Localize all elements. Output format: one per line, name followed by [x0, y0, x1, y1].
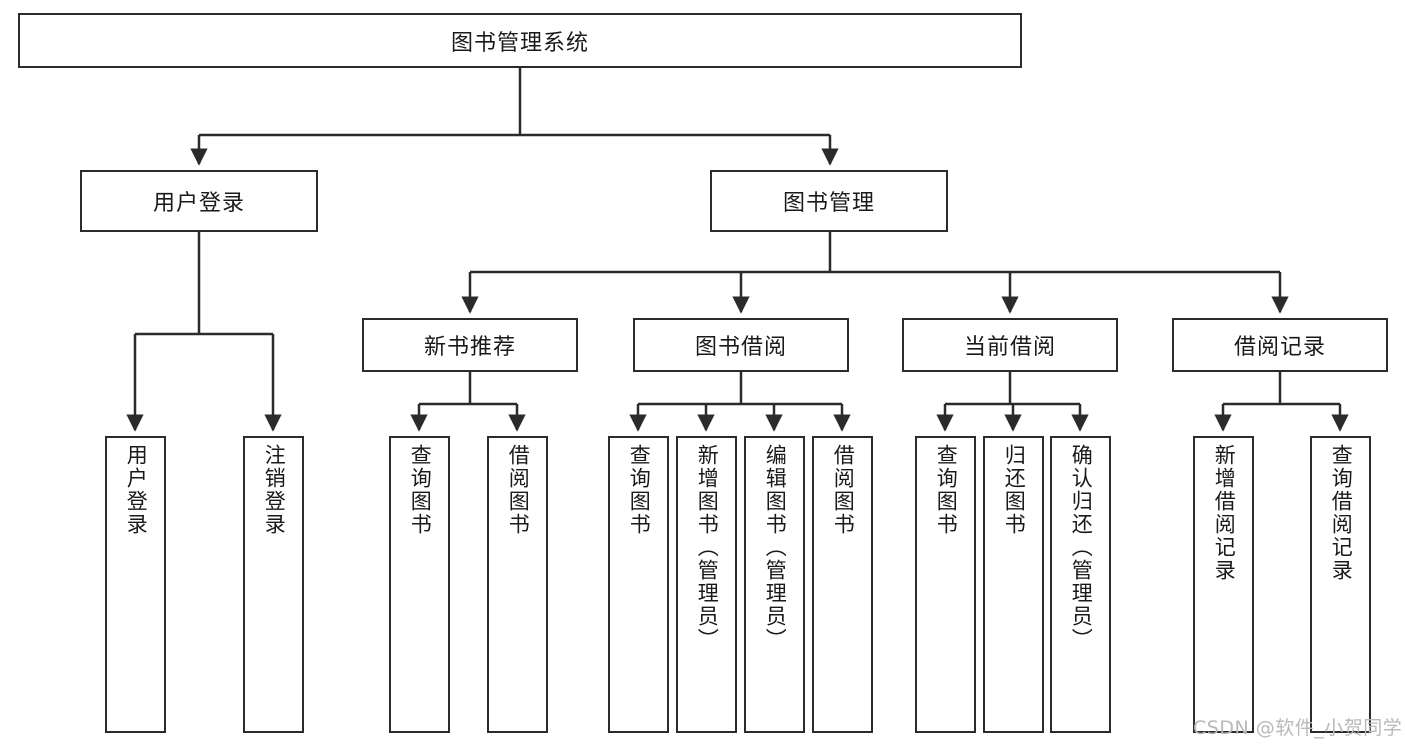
node-current-borrow[interactable]: 当前借阅	[902, 318, 1118, 372]
node-book-borrow[interactable]: 图书借阅	[633, 318, 849, 372]
node-leaf-query-record-label: 查询借阅记录	[1329, 444, 1354, 582]
node-leaf-return-book-label: 归还图书	[1002, 444, 1027, 536]
node-book-borrow-label: 图书借阅	[694, 335, 787, 360]
node-leaf-user-login-label: 用户登录	[124, 444, 149, 536]
node-leaf-query-book-2[interactable]: 查询图书	[608, 436, 669, 733]
node-borrow-records[interactable]: 借阅记录	[1172, 318, 1388, 372]
node-leaf-edit-book[interactable]: 编辑图书（管理员）	[744, 436, 805, 733]
node-leaf-query-book-1[interactable]: 查询图书	[389, 436, 450, 733]
node-leaf-user-logout-label: 注销登录	[262, 444, 287, 536]
watermark-text: CSDN @软件_小贺同学	[1193, 717, 1403, 739]
node-user-login-label: 用户登录	[152, 191, 245, 216]
node-borrow-records-label: 借阅记录	[1233, 335, 1326, 360]
node-leaf-borrow-book-2-label: 借阅图书	[831, 444, 856, 536]
node-leaf-add-record-label: 新增借阅记录	[1212, 444, 1237, 582]
node-leaf-confirm-return[interactable]: 确认归还（管理员）	[1050, 436, 1111, 733]
node-leaf-borrow-book-1-label: 借阅图书	[506, 444, 531, 536]
node-leaf-user-logout[interactable]: 注销登录	[243, 436, 304, 733]
node-leaf-query-book-1-label: 查询图书	[408, 444, 433, 536]
node-user-login[interactable]: 用户登录	[80, 170, 318, 232]
node-leaf-add-record[interactable]: 新增借阅记录	[1193, 436, 1254, 733]
node-book-management[interactable]: 图书管理	[710, 170, 948, 232]
node-book-management-label: 图书管理	[782, 191, 875, 216]
node-leaf-add-book[interactable]: 新增图书（管理员）	[676, 436, 737, 733]
node-leaf-borrow-book-1[interactable]: 借阅图书	[487, 436, 548, 733]
node-leaf-add-book-label: 新增图书（管理员）	[695, 444, 720, 651]
node-leaf-query-record[interactable]: 查询借阅记录	[1310, 436, 1371, 733]
node-leaf-query-book-3-label: 查询图书	[934, 444, 959, 536]
node-leaf-query-book-3[interactable]: 查询图书	[915, 436, 976, 733]
node-new-book-recommend-label: 新书推荐	[423, 335, 516, 360]
node-leaf-confirm-return-label: 确认归还（管理员）	[1069, 444, 1094, 651]
node-current-borrow-label: 当前借阅	[963, 335, 1056, 360]
node-leaf-user-login[interactable]: 用户登录	[105, 436, 166, 733]
node-leaf-borrow-book-2[interactable]: 借阅图书	[812, 436, 873, 733]
node-leaf-query-book-2-label: 查询图书	[627, 444, 652, 536]
node-root-label: 图书管理系统	[450, 30, 589, 56]
node-leaf-edit-book-label: 编辑图书（管理员）	[763, 444, 788, 651]
node-leaf-return-book[interactable]: 归还图书	[983, 436, 1044, 733]
node-root[interactable]: 图书管理系统	[18, 13, 1022, 68]
node-new-book-recommend[interactable]: 新书推荐	[362, 318, 578, 372]
